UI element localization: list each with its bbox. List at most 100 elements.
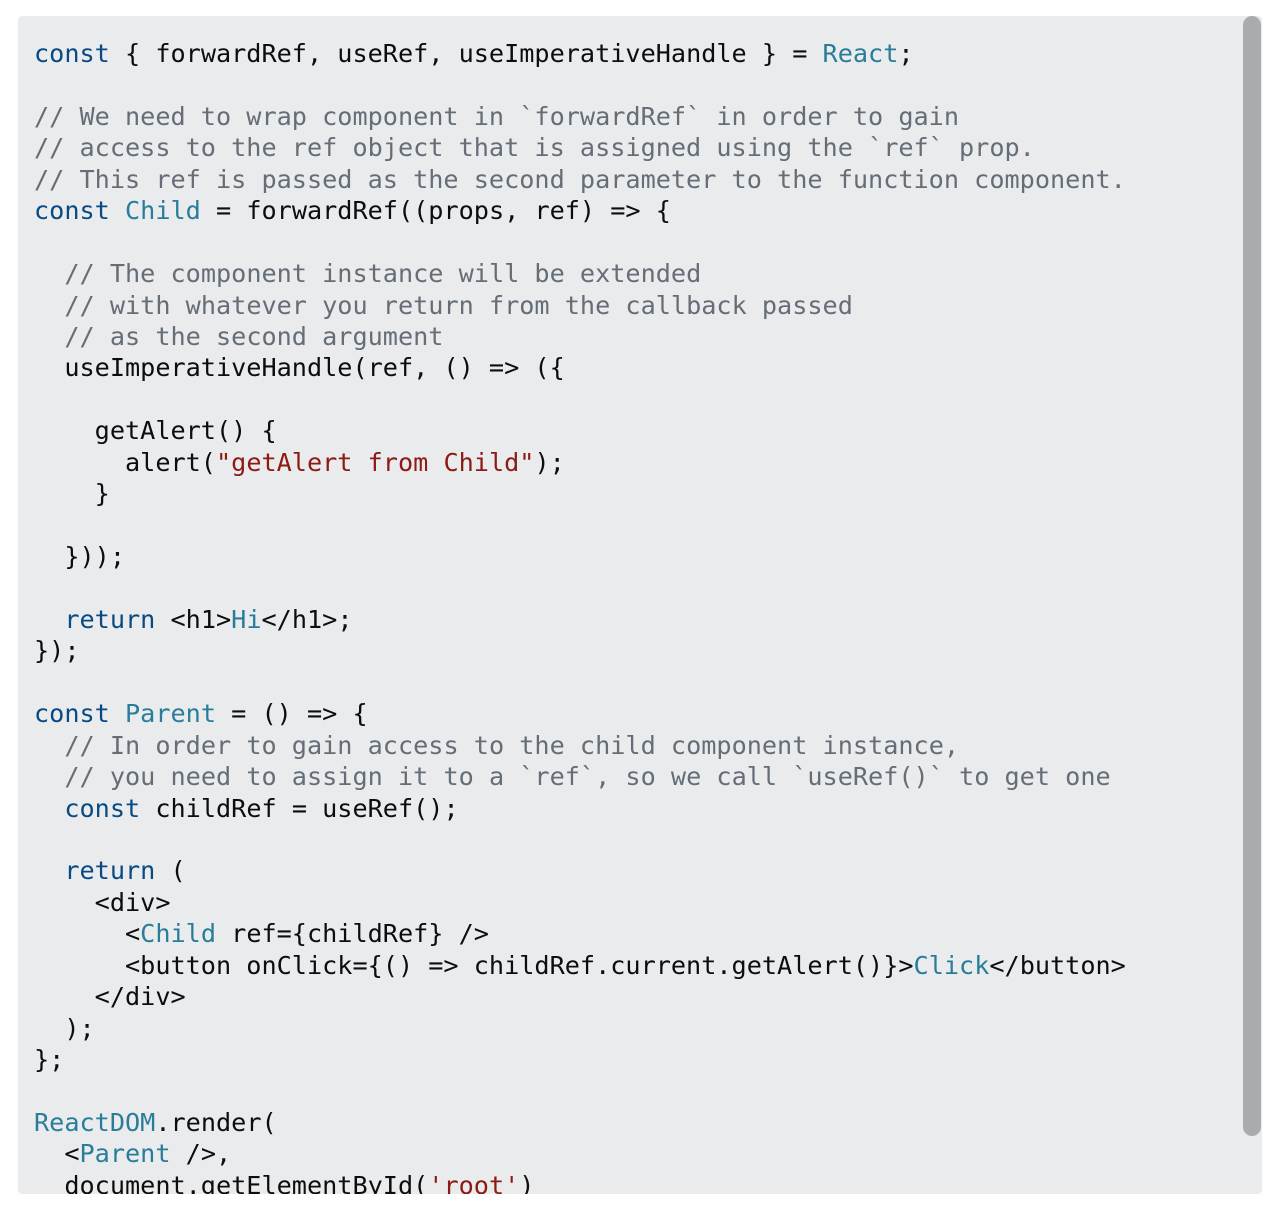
code-token-plain: } xyxy=(34,479,110,509)
scrollbar-thumb[interactable] xyxy=(1243,16,1261,1136)
code-line: document.getElementById('root') xyxy=(34,1170,1126,1194)
code-line: ​ xyxy=(34,227,1126,258)
code-line: <Parent />, xyxy=(34,1138,1126,1169)
code-token-plain: { forwardRef, useRef, useImperativeHandl… xyxy=(109,39,823,68)
code-line: // with whatever you return from the cal… xyxy=(34,290,1126,321)
code-token-type: React xyxy=(822,39,899,68)
code-token-keyword: const xyxy=(34,196,110,226)
code-token-comment: // with whatever you return from the cal… xyxy=(64,290,853,320)
code-token-plain: ) xyxy=(519,1170,535,1194)
code-token-plain: .render( xyxy=(155,1107,277,1137)
code-line: ​ xyxy=(34,384,1126,415)
code-line: <button onClick={() => childRef.current.… xyxy=(34,950,1126,981)
code-token-type: Child xyxy=(125,196,201,226)
code-token-plain: childRef = useRef(); xyxy=(140,793,459,823)
vertical-scrollbar[interactable] xyxy=(1242,16,1262,1194)
code-line: // access to the ref object that is assi… xyxy=(34,132,1126,163)
code-token-type: Click xyxy=(913,950,990,980)
code-line: return ( xyxy=(34,855,1126,886)
code-panel[interactable]: const { forwardRef, useRef, useImperativ… xyxy=(18,16,1262,1194)
code-token-plain xyxy=(34,322,64,351)
code-token-plain: getAlert() { xyxy=(34,416,277,446)
code-token-plain: }); xyxy=(34,636,80,666)
code-token-keyword: const xyxy=(64,793,141,823)
code-token-plain: ); xyxy=(34,1013,95,1043)
code-line: useImperativeHandle(ref, () => ({ xyxy=(34,352,1126,383)
code-token-plain: ); xyxy=(534,447,565,477)
code-line: const { forwardRef, useRef, useImperativ… xyxy=(34,38,1126,69)
code-line: // This ref is passed as the second para… xyxy=(34,164,1126,195)
code-token-plain: ( xyxy=(155,856,186,886)
code-line: // The component instance will be extend… xyxy=(34,258,1126,289)
code-token-plain: ref={childRef} /> xyxy=(215,919,489,949)
code-line: ​ xyxy=(34,572,1126,603)
code-token-plain xyxy=(34,259,64,288)
code-line: getAlert() { xyxy=(34,415,1126,446)
code-token-comment: // The component instance will be extend… xyxy=(64,259,702,289)
code-token-plain: <h1> xyxy=(155,604,232,634)
code-line: }); xyxy=(34,635,1126,666)
code-line: <div> xyxy=(34,887,1126,918)
code-line: ​ xyxy=(34,69,1126,100)
code-token-plain: </button> xyxy=(989,950,1126,980)
code-token-plain: < xyxy=(34,919,141,949)
code-line: // you need to assign it to a `ref`, so … xyxy=(34,761,1126,792)
code-line: ​ xyxy=(34,667,1126,698)
code-token-plain: alert( xyxy=(34,447,216,477)
code-token-string: "getAlert from Child" xyxy=(215,447,535,477)
code-line: // as the second argument xyxy=(34,321,1126,352)
code-line: ); xyxy=(34,1013,1126,1044)
code-token-plain xyxy=(110,699,125,728)
code-line: }; xyxy=(34,1044,1126,1075)
code-token-plain: />, xyxy=(170,1139,232,1169)
code-token-type: Hi xyxy=(231,604,262,634)
code-token-keyword: return xyxy=(64,604,156,634)
code-block: const { forwardRef, useRef, useImperativ… xyxy=(34,38,1126,1194)
code-token-type: ReactDOM xyxy=(34,1107,156,1137)
code-token-comment: // as the second argument xyxy=(64,321,444,351)
code-line: return <h1>Hi</h1>; xyxy=(34,604,1126,635)
code-token-string: 'root' xyxy=(428,1170,520,1194)
code-token-comment: // you need to assign it to a `ref`, so … xyxy=(64,762,1111,792)
code-token-plain: = forwardRef((props, ref) => { xyxy=(200,196,671,226)
code-line: const Child = forwardRef((props, ref) =>… xyxy=(34,195,1126,226)
code-line: ​ xyxy=(34,824,1126,855)
code-line: </div> xyxy=(34,981,1126,1012)
code-token-keyword: const xyxy=(34,39,110,68)
code-token-plain xyxy=(34,762,64,791)
code-token-plain: = () => { xyxy=(216,699,368,729)
code-token-plain: <button onClick={() => childRef.current.… xyxy=(34,950,914,980)
code-token-plain: ; xyxy=(898,39,914,68)
code-token-plain: }; xyxy=(34,1045,65,1074)
code-token-plain: </div> xyxy=(34,982,186,1012)
code-line: <Child ref={childRef} /> xyxy=(34,918,1126,949)
code-line: ​ xyxy=(34,1075,1126,1106)
code-token-comment: // In order to gain access to the child … xyxy=(64,730,960,760)
code-line: const Parent = () => { xyxy=(34,698,1126,729)
code-token-plain: </h1>; xyxy=(261,604,353,634)
code-token-plain xyxy=(110,196,125,225)
code-line: } xyxy=(34,478,1126,509)
code-token-plain xyxy=(34,291,64,320)
code-token-comment: // access to the ref object that is assi… xyxy=(34,133,1035,163)
code-token-plain: })); xyxy=(34,542,125,571)
code-line: // We need to wrap component in `forward… xyxy=(34,101,1126,132)
code-line: ReactDOM.render( xyxy=(34,1107,1126,1138)
code-token-plain: document.getElementById( xyxy=(34,1170,429,1194)
code-token-type: Child xyxy=(140,919,216,949)
code-token-plain: useImperativeHandle(ref, () => ({ xyxy=(34,353,565,383)
code-token-plain xyxy=(34,856,64,885)
code-line: })); xyxy=(34,541,1126,572)
code-line: alert("getAlert from Child"); xyxy=(34,447,1126,478)
code-token-keyword: const xyxy=(34,699,110,729)
code-token-plain xyxy=(34,605,64,634)
code-line: // In order to gain access to the child … xyxy=(34,730,1126,761)
code-token-comment: // We need to wrap component in `forward… xyxy=(34,101,960,131)
code-line: const childRef = useRef(); xyxy=(34,793,1126,824)
code-token-type: Parent xyxy=(125,699,216,729)
code-token-plain xyxy=(34,794,64,823)
code-token-plain: <div> xyxy=(34,887,171,917)
code-token-keyword: return xyxy=(64,856,156,886)
code-token-type: Parent xyxy=(79,1139,171,1169)
code-line: ​ xyxy=(34,510,1126,541)
